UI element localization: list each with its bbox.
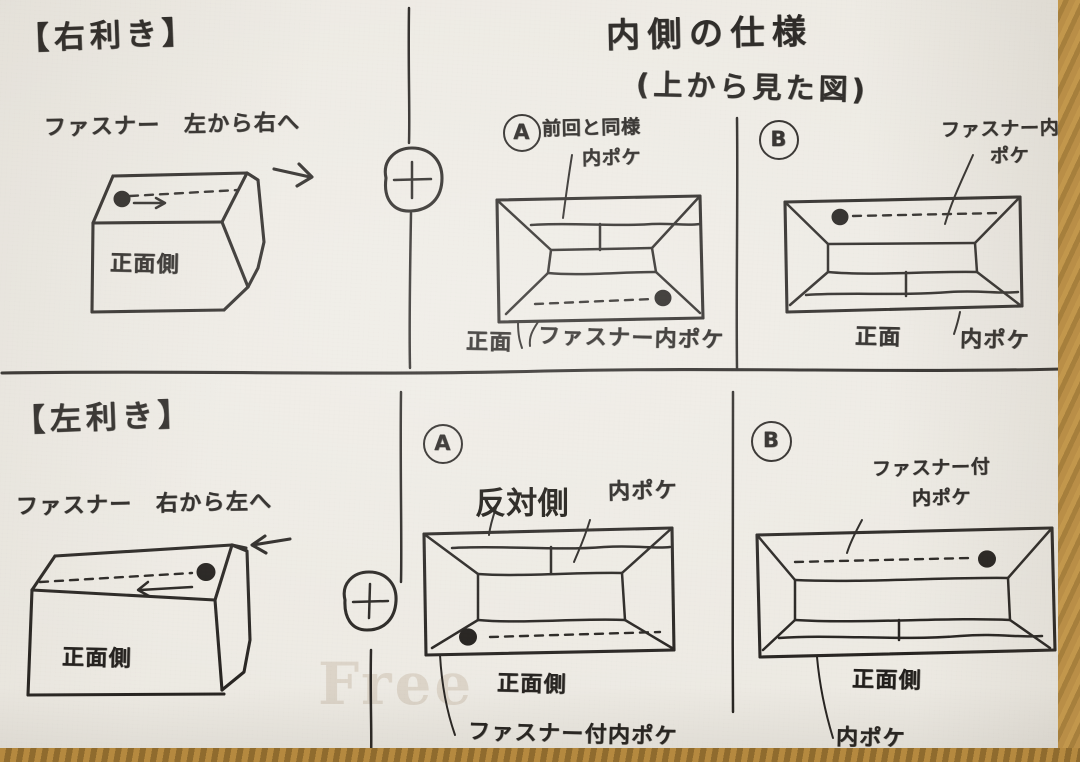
divider-horizontal-center xyxy=(0,367,1064,375)
zipper-pull-top-middle xyxy=(654,289,672,307)
zipper-direction-right-handed: ファスナー 左から右へ xyxy=(43,110,301,141)
zipper-pull-top-right xyxy=(831,208,849,226)
bag-sketch-top-left xyxy=(90,162,314,314)
pocket-label-top-right: 内ポケ xyxy=(959,327,1031,354)
divider-vertical-right-top xyxy=(735,116,739,370)
bag-topview-top-middle xyxy=(495,154,705,349)
bag-sketch-bottom-left xyxy=(26,534,292,697)
bag-topview-bottom-right xyxy=(755,519,1057,739)
bag-topview-bottom-middle xyxy=(422,504,676,736)
plus-marker-bottom xyxy=(342,570,398,632)
bag-face-label-top-left: 正面側 xyxy=(109,251,181,278)
bag-face-label-bottom-left: 正面側 xyxy=(61,645,133,672)
note-top-middle-line2: 内ポケ xyxy=(581,146,642,170)
desk-edge-bottom xyxy=(0,748,1080,762)
note-top-middle-line1: 前回と同様 xyxy=(541,115,642,141)
section-title-left-handed: 【左利き】 xyxy=(13,396,195,440)
zipper-pull-bottom-middle xyxy=(459,628,477,646)
zip-pocket-label-top-middle: ファスナー内ポケ xyxy=(537,323,725,354)
zipper-pull-top-left xyxy=(113,190,131,208)
note-top-right-line2: ポケ xyxy=(989,144,1030,168)
divider-vertical-left-top xyxy=(407,6,413,370)
badge-a-top: A xyxy=(503,114,541,152)
overlay-note-opposite-side: 反対側 xyxy=(475,486,569,522)
zipper-pull-bottom-left xyxy=(196,563,216,581)
note-bottom-right-line2: 内ポケ xyxy=(911,486,972,510)
note-bottom-right-line1: ファスナー付 xyxy=(871,455,991,481)
desk-edge-right xyxy=(1058,0,1080,762)
bag-topview-top-right xyxy=(783,154,1024,335)
note-top-right-line1: ファスナー内 xyxy=(940,116,1060,142)
zip-pocket-label-bottom-middle: ファスナー付内ポケ xyxy=(467,719,679,750)
divider-vertical-right-bottom xyxy=(731,390,735,714)
plus-marker-top xyxy=(383,146,444,213)
front-label-bottom-right: 正面側 xyxy=(851,667,923,694)
front-label-top-right: 正面 xyxy=(854,324,902,351)
section-title-right-handed: 【右利き】 xyxy=(17,14,199,58)
zipper-direction-left-handed: ファスナー 右から左へ xyxy=(15,489,273,520)
page-subtitle: (上から見た図) xyxy=(635,67,870,107)
front-label-top-middle: 正面 xyxy=(465,329,513,356)
pocket-note-bottom-middle: 内ポケ xyxy=(607,478,679,505)
badge-a-bottom: A xyxy=(423,424,463,464)
badge-b-top: B xyxy=(759,120,799,160)
page-title: 内側の仕様 xyxy=(605,11,814,57)
front-label-bottom-middle: 正面側 xyxy=(496,671,568,698)
zipper-pull-bottom-right xyxy=(978,550,996,568)
badge-b-bottom: B xyxy=(751,421,792,462)
